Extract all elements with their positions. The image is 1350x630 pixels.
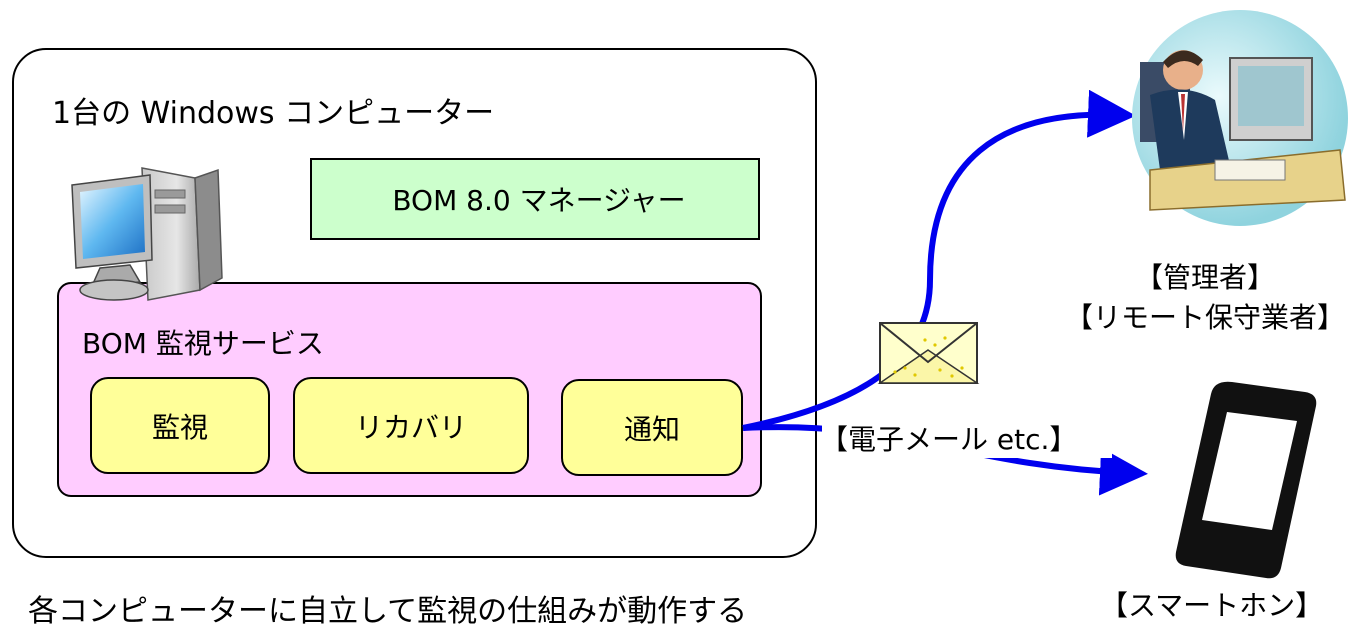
envelope-icon — [877, 322, 980, 384]
manager-label: BOM 8.0 マネージャー — [392, 184, 686, 217]
admin-label-line1: 【管理者】 — [1134, 261, 1275, 294]
diagram-caption: 各コンピューターに自立して監視の仕組みが動作する — [28, 594, 748, 629]
admin-label-line2: 【リモート保守業者】 — [1064, 301, 1345, 334]
computer-title: 1台の Windows コンピューター — [52, 96, 495, 131]
function-monitor-label: 監視 — [151, 410, 208, 444]
smartphone-icon — [1175, 381, 1317, 579]
function-notify-label: 通知 — [623, 412, 680, 446]
function-recovery-box: リカバリ — [293, 377, 529, 474]
office-worker-icon — [1132, 10, 1348, 226]
arrow-to-admin — [742, 89, 1136, 431]
manager-box: BOM 8.0 マネージャー — [310, 158, 760, 240]
email-label: 【電子メール etc.】 — [820, 423, 1078, 456]
admin-label: 【管理者】 【リモート保守業者】 — [1045, 258, 1350, 338]
function-notify-box: 通知 — [561, 379, 743, 476]
smartphone-label: 【スマートホン】 — [1100, 589, 1324, 622]
function-monitor-box: 監視 — [90, 377, 270, 474]
function-recovery-label: リカバリ — [354, 410, 467, 444]
monitoring-service-title: BOM 監視サービス — [82, 327, 324, 360]
